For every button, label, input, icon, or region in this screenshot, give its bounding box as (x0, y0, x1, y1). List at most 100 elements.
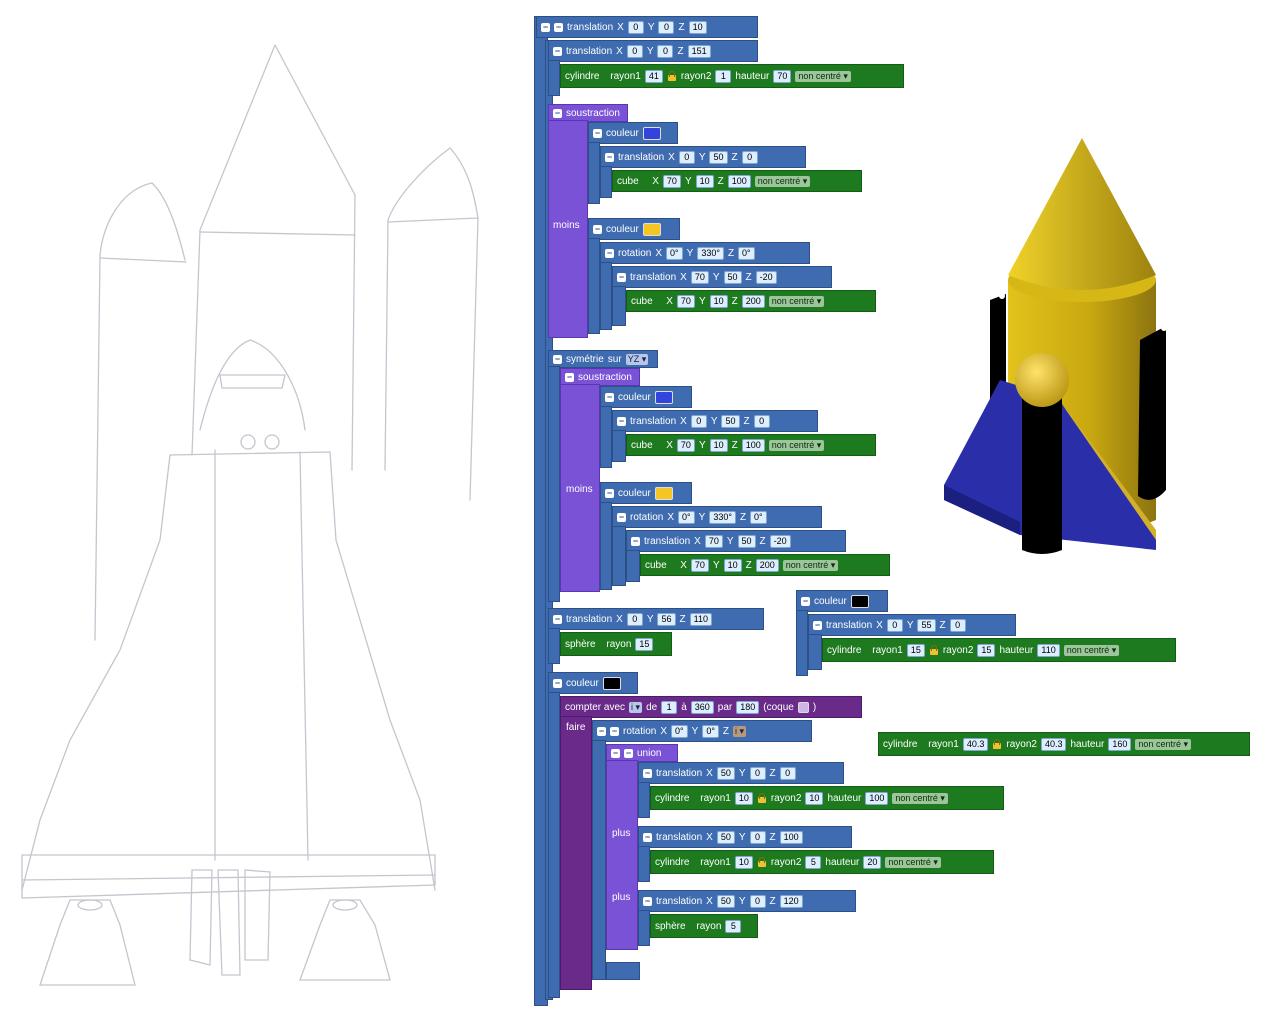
z-field[interactable]: 0 (741, 150, 758, 164)
padlock-open-icon[interactable] (757, 857, 767, 867)
z-field[interactable]: 0 (779, 766, 796, 780)
blue-color-swatch[interactable] (654, 390, 673, 404)
z-field[interactable]: 10 (688, 20, 707, 34)
subtraction-block[interactable]: −soustraction (548, 104, 628, 122)
y-field[interactable]: 0 (749, 766, 766, 780)
step-field[interactable]: 180 (736, 700, 760, 714)
z-field[interactable]: 151 (687, 44, 711, 58)
minus-toggle-icon[interactable]: − (643, 767, 652, 778)
yellow-color-swatch[interactable] (642, 222, 661, 236)
centering-dropdown[interactable]: non centré ▾ (892, 792, 948, 804)
hull-checkbox[interactable] (797, 701, 809, 713)
symmetry-block[interactable]: − symétrie sur YZ ▾ (548, 350, 658, 368)
minus-toggle-icon[interactable]: − (813, 619, 822, 630)
radius1-field[interactable]: 40.3 (962, 737, 989, 751)
x-field[interactable]: 0 (626, 44, 643, 58)
z-field[interactable]: 0° (750, 510, 767, 524)
x-field[interactable]: 0 (886, 618, 903, 632)
minus-toggle-icon[interactable]: − (617, 271, 626, 282)
minus-toggle-icon[interactable]: − (611, 747, 620, 758)
x-field[interactable]: 50 (716, 894, 735, 908)
y-field[interactable]: 56 (657, 612, 676, 626)
x-field[interactable]: 0 (627, 20, 644, 34)
3d-model-preview[interactable] (930, 130, 1170, 570)
to-field[interactable]: 360 (690, 700, 714, 714)
z-field[interactable]: 120 (779, 894, 803, 908)
color-block-floating[interactable]: −couleur (796, 590, 888, 612)
minus-toggle-icon[interactable]: − (605, 487, 614, 498)
color-block[interactable]: −couleur (588, 122, 678, 144)
x-field[interactable]: 50 (716, 830, 735, 844)
height-field[interactable]: 100 (865, 791, 889, 805)
minus-toggle-icon[interactable]: − (554, 21, 563, 32)
z-field[interactable]: 0° (738, 246, 755, 260)
padlock-icon[interactable] (667, 71, 677, 81)
height-field[interactable]: 20 (863, 855, 882, 869)
y-field[interactable]: 10 (723, 558, 742, 572)
y-field[interactable]: 50 (721, 414, 740, 428)
centering-dropdown[interactable]: non centré ▾ (1135, 738, 1191, 750)
color-block[interactable]: −couleur (548, 672, 638, 694)
centering-dropdown[interactable]: non centré ▾ (782, 559, 839, 571)
radius-field[interactable]: 15 (635, 637, 654, 651)
minus-toggle-icon[interactable]: − (605, 151, 614, 162)
centering-dropdown[interactable]: non centré ▾ (795, 70, 851, 82)
loop-variable-dropdown[interactable]: i ▾ (629, 701, 643, 713)
radius1-field[interactable]: 10 (734, 855, 753, 869)
radius2-field[interactable]: 10 (805, 791, 824, 805)
z-field[interactable]: 100 (727, 174, 751, 188)
z-variable-dropdown[interactable]: i ▾ (733, 725, 747, 737)
minus-toggle-icon[interactable]: − (593, 223, 602, 234)
z-field[interactable]: -20 (755, 270, 777, 284)
minus-toggle-icon[interactable]: − (617, 511, 626, 522)
minus-toggle-icon[interactable]: − (643, 895, 652, 906)
centering-dropdown[interactable]: non centré ▾ (885, 856, 941, 868)
x-field[interactable]: 70 (676, 438, 695, 452)
z-field[interactable]: 200 (741, 294, 765, 308)
y-field[interactable]: 0 (658, 20, 675, 34)
padlock-icon[interactable] (929, 645, 939, 655)
yellow-color-swatch[interactable] (654, 486, 673, 500)
subtraction-block[interactable]: −soustraction (560, 368, 640, 386)
centering-dropdown[interactable]: non centré ▾ (768, 439, 825, 451)
color-block[interactable]: −couleur (600, 482, 692, 504)
x-field[interactable]: 70 (704, 534, 723, 548)
height-field[interactable]: 160 (1108, 737, 1132, 751)
y-field[interactable]: 330° (697, 246, 724, 260)
z-field[interactable]: 100 (779, 830, 803, 844)
centering-dropdown[interactable]: non centré ▾ (768, 295, 825, 307)
y-field[interactable]: 10 (709, 438, 728, 452)
y-field[interactable]: 50 (709, 150, 728, 164)
radius2-field[interactable]: 40.3 (1040, 737, 1067, 751)
y-field[interactable]: 10 (695, 174, 714, 188)
color-block[interactable]: −couleur (600, 386, 692, 408)
z-field[interactable]: 100 (741, 438, 765, 452)
y-field[interactable]: 0 (657, 44, 674, 58)
height-field[interactable]: 110 (1037, 643, 1060, 657)
padlock-icon[interactable] (992, 739, 1002, 749)
z-field[interactable]: 0 (949, 618, 966, 632)
minus-toggle-icon[interactable]: − (541, 21, 550, 32)
height-field[interactable]: 70 (773, 69, 792, 83)
radius2-field[interactable]: 15 (977, 643, 996, 657)
